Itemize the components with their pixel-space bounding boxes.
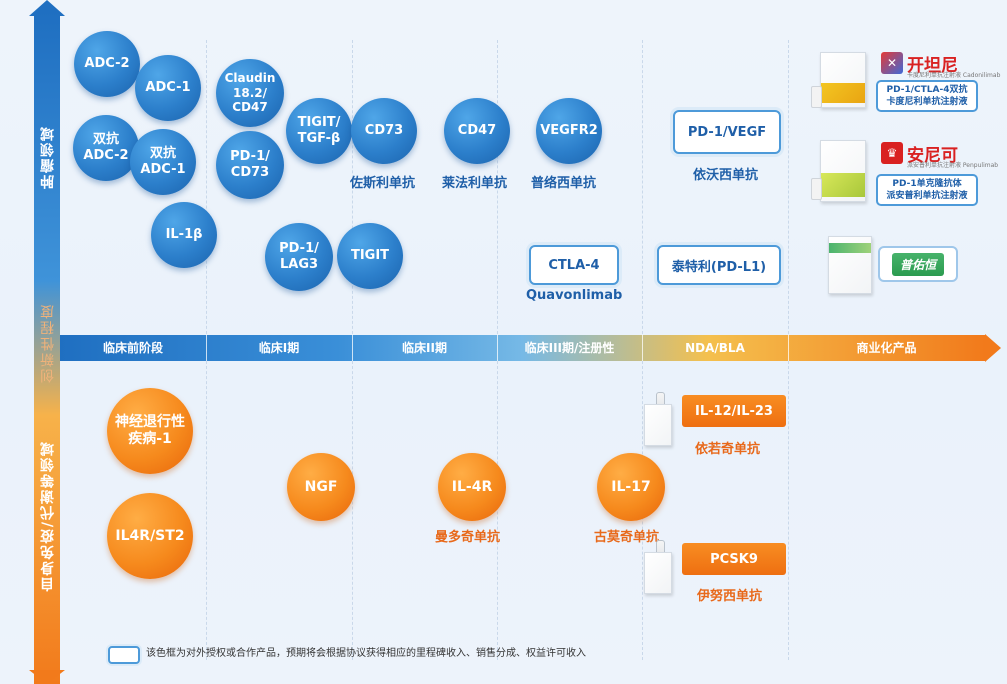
kaitanni-logo-subtext: 卡度尼利单抗注射液 Cadonilimab	[907, 72, 1001, 79]
target-adc-1: ADC-1	[135, 55, 201, 121]
target-dual-adc-2: 双抗 ADC-2	[73, 115, 139, 181]
anni-logo-text: 安尼可	[907, 146, 958, 166]
vial-icon	[811, 178, 822, 200]
stage-preclinical: 临床前阶段	[60, 335, 207, 361]
drug-ctla-4: Quavonlimab	[526, 288, 623, 303]
target-adc-2: ADC-2	[74, 31, 140, 97]
target-claudin-cd47: Claudin 18.2/ CD47	[216, 59, 284, 127]
stage-axis	[60, 335, 985, 361]
target-pd1-lag3: PD-1/ LAG3	[265, 223, 333, 291]
product-package-pcsk9	[644, 552, 672, 594]
legend-swatch	[108, 646, 140, 664]
anni-desc-line-2: 派安普利单抗注射液	[886, 191, 968, 201]
drug-il-4r: 曼多奇单抗	[435, 530, 501, 545]
drug-pcsk9: 伊努西单抗	[697, 589, 763, 604]
target-cd73: CD73	[351, 98, 417, 164]
box-il12-il23: IL-12/IL-23	[682, 395, 786, 427]
legend-text: 该色框为对外授权或合作产品，预期将会根据协议获得相应的里程碑收入、销售分成、权益…	[146, 648, 586, 659]
stage-phase-1: 临床I期	[206, 335, 353, 361]
box-pd-l1: 泰特利(PD-L1)	[657, 245, 781, 285]
product-package-kaitanni	[820, 52, 866, 108]
target-tigit: TIGIT	[337, 223, 403, 289]
vertical-axis-arrow-bottom	[29, 670, 65, 684]
product-box-kaitanni: PD-1/CTLA-4双抗 卡度尼利单抗注射液	[876, 80, 978, 112]
stage-phase-3: 临床III期/注册性	[497, 335, 643, 361]
kaitanni-logo-icon: ✕	[881, 52, 903, 74]
target-dual-adc-1: 双抗 ADC-1	[130, 129, 196, 195]
kaitanni-desc-line-2: 卡度尼利单抗注射液	[886, 97, 968, 107]
vertical-axis	[34, 12, 60, 684]
puyouheng-label: 普佑恒	[891, 252, 944, 276]
vial-icon	[811, 86, 822, 108]
box-pcsk9: PCSK9	[682, 543, 786, 575]
stage-phase-2: 临床II期	[352, 335, 498, 361]
target-il-4r: IL-4R	[438, 453, 506, 521]
product-package-anni	[820, 140, 866, 202]
drug-il-17: 古莫奇单抗	[594, 530, 660, 545]
anni-logo-icon: ♛	[881, 142, 903, 164]
target-ngf: NGF	[287, 453, 355, 521]
package-stripe	[829, 243, 871, 253]
target-il-1b: IL-1β	[151, 202, 217, 268]
package-stripe	[821, 173, 865, 197]
vertical-label-autoimmune: 自身免疫/代谢等领域	[40, 440, 56, 592]
stage-nda-bla: NDA/BLA	[642, 335, 789, 361]
kaitanni-logo-text: 开坦尼	[907, 56, 958, 76]
target-pd1-cd73: PD-1/ CD73	[216, 131, 284, 199]
kaitanni-desc-line-1: PD-1/CTLA-4双抗	[886, 85, 968, 95]
target-tigit-tgfb: TIGIT/ TGF-β	[286, 98, 352, 164]
box-ctla-4: CTLA-4	[529, 245, 619, 285]
package-stripe	[821, 83, 865, 103]
anni-desc-line-1: PD-1单克隆抗体	[892, 179, 962, 189]
target-vegfr2: VEGFR2	[536, 98, 602, 164]
target-cd47: CD47	[444, 98, 510, 164]
drug-pd1-vegf: 依沃西单抗	[693, 168, 759, 183]
drug-vegfr2: 普络西单抗	[531, 176, 597, 191]
drug-cd47: 莱法利单抗	[442, 176, 508, 191]
target-neuro-1: 神经退行性 疾病-1	[107, 388, 193, 474]
product-package-puyouheng	[828, 236, 872, 294]
target-il-17: IL-17	[597, 453, 665, 521]
box-pd1-vegf: PD-1/VEGF	[673, 110, 781, 154]
vertical-label-innovation: 创新性程度	[40, 303, 56, 383]
stage-axis-arrow	[985, 334, 1001, 362]
product-box-puyouheng: 普佑恒	[878, 246, 958, 282]
vertical-label-oncology: 肿瘤领域	[40, 125, 56, 189]
drug-cd73: 佐斯利单抗	[350, 176, 416, 191]
target-il4r-st2: IL4R/ST2	[107, 493, 193, 579]
drug-il12-il23: 依若奇单抗	[695, 442, 761, 457]
stage-commercial: 商业化产品	[856, 341, 917, 355]
anni-logo-subtext: 派安普利单抗注射液 Penpulimab	[907, 162, 999, 169]
product-box-anni: PD-1单克隆抗体 派安普利单抗注射液	[876, 174, 978, 206]
product-package-il12	[644, 404, 672, 446]
